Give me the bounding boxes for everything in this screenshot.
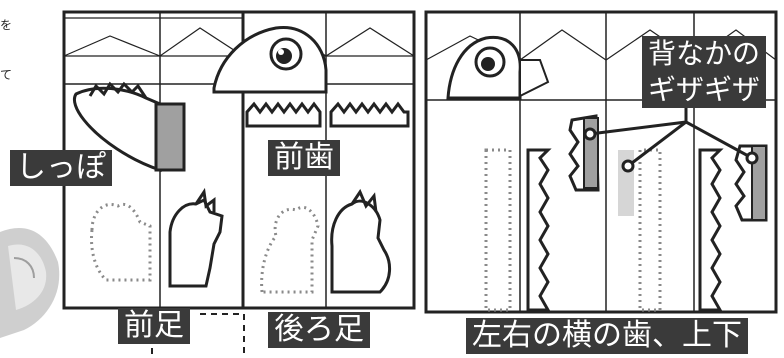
label-hind-legs: 後ろ足 (268, 312, 370, 348)
label-front-legs: 前足 (118, 308, 190, 344)
leader-lines (583, 100, 759, 173)
rolled-paper-photo (0, 227, 60, 338)
front-legs (90, 187, 224, 288)
side-teeth-strips (484, 148, 724, 312)
right-head-shape (446, 35, 550, 100)
label-front-teeth: 前歯 (268, 140, 340, 176)
edge-caption: を て (0, 0, 14, 100)
back-spike-pieces (568, 114, 768, 222)
fold-lines (151, 313, 245, 354)
tail-glue-tab (154, 102, 186, 172)
hind-legs (260, 188, 391, 294)
front-teeth-strips (245, 101, 410, 128)
label-tail: しっぽ (10, 150, 112, 186)
label-back-spikes: 背なかの ギザギザ (642, 36, 767, 108)
tail-shape (72, 81, 186, 173)
head-shape (212, 26, 328, 94)
label-side-teeth: 左右の横の歯、上下 (466, 318, 748, 354)
edge-char-2: て (0, 68, 13, 82)
edge-char-1: を (0, 18, 13, 32)
